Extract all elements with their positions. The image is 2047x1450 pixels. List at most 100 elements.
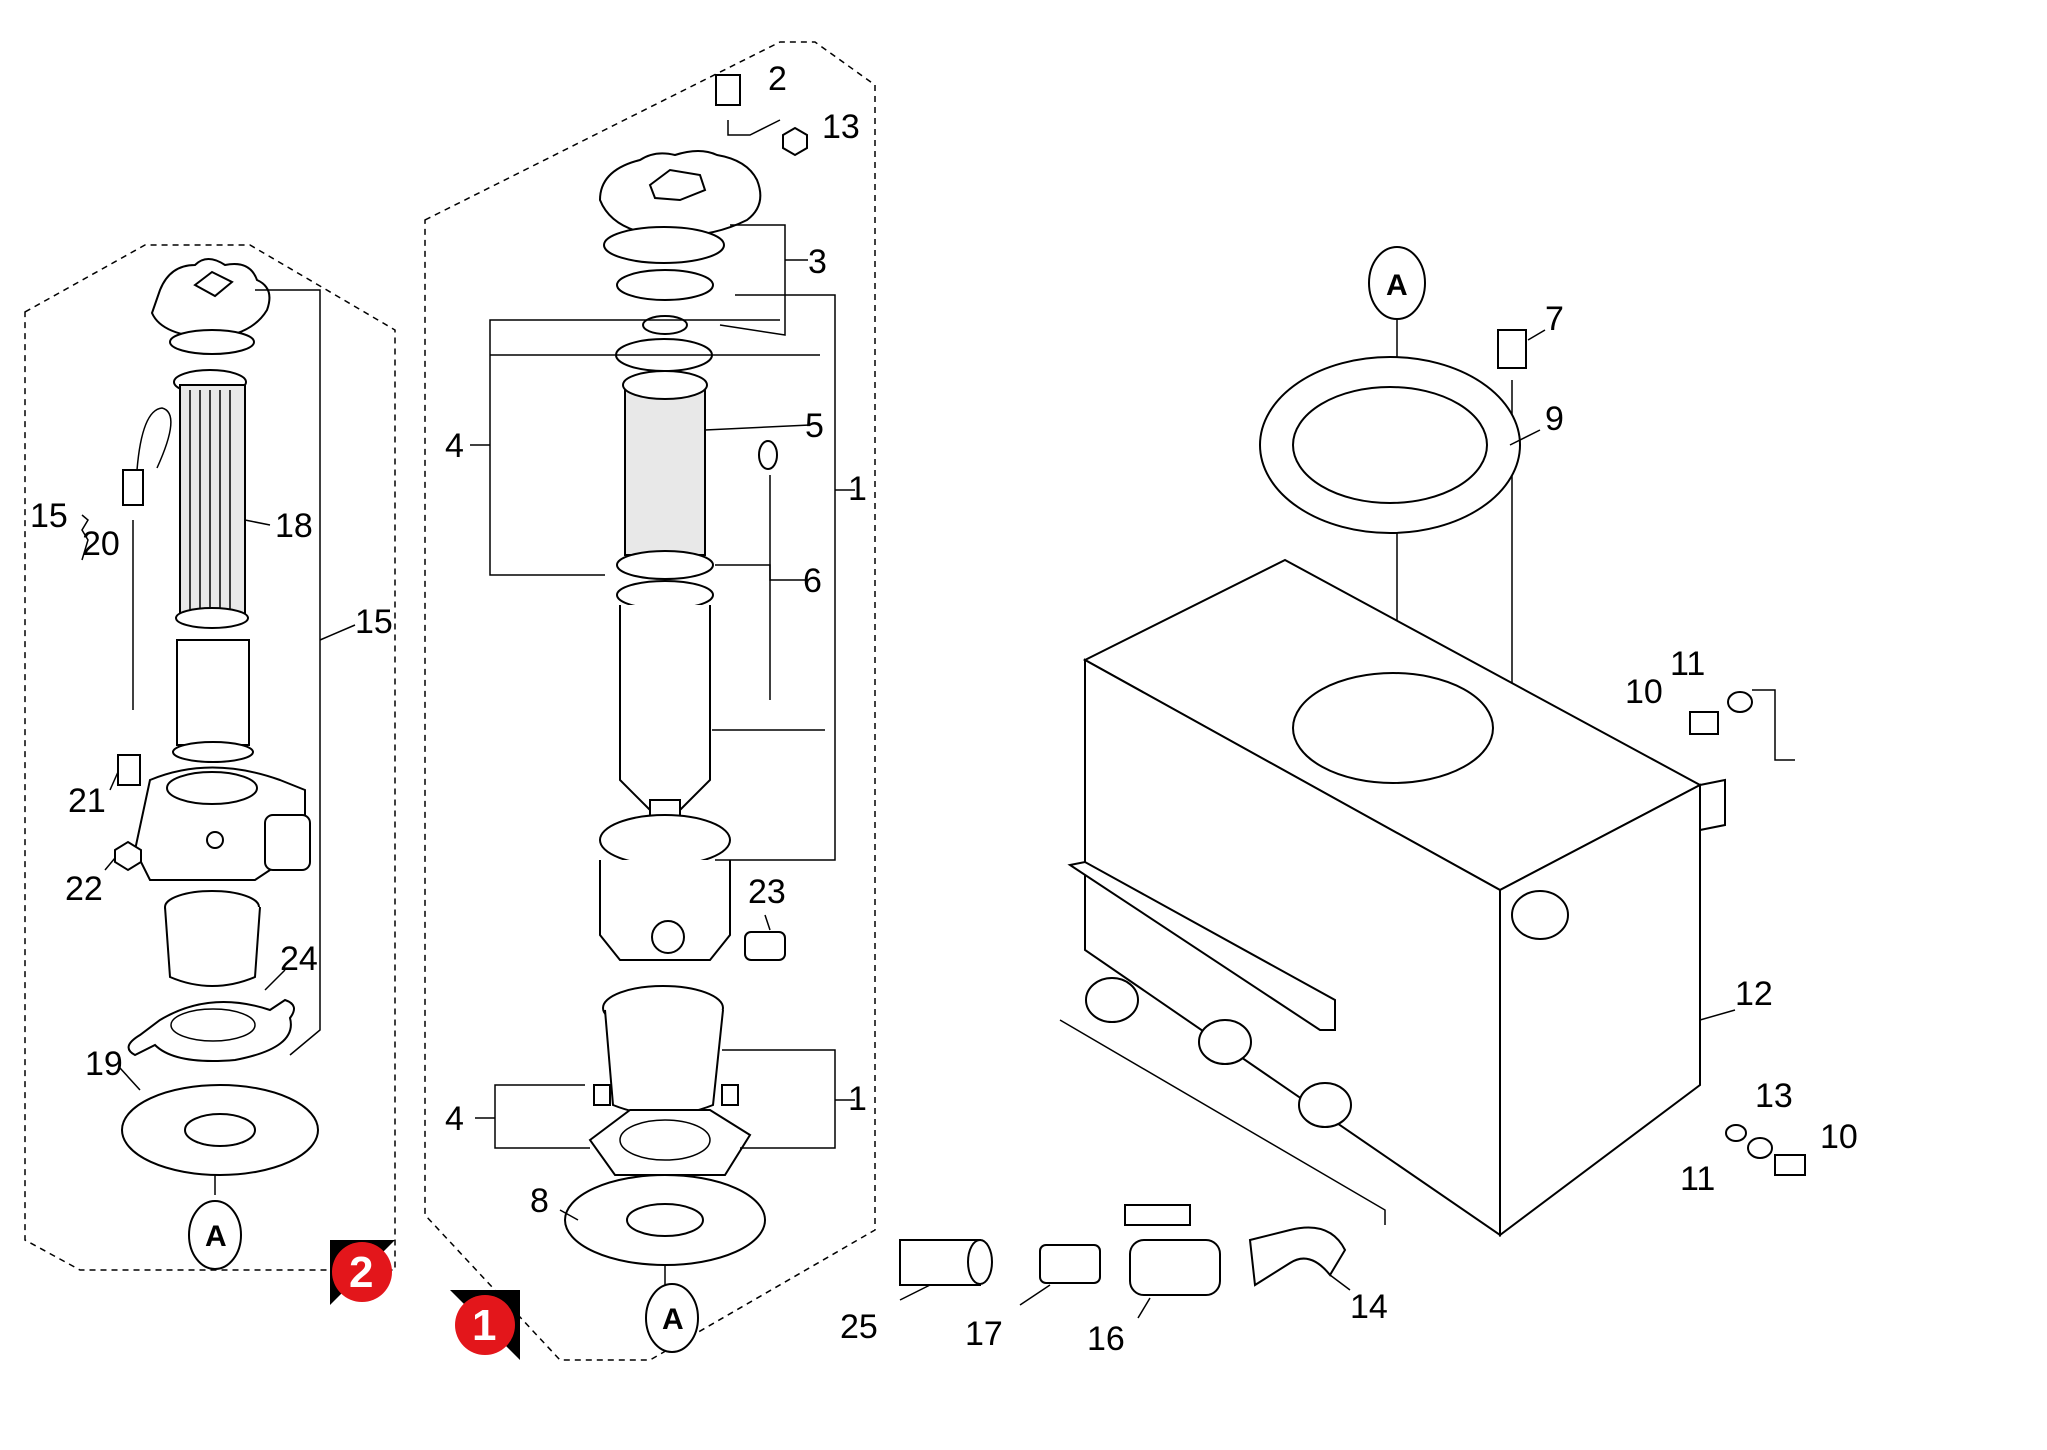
- cap-seal: [169, 329, 255, 355]
- sleeve-seal: [172, 741, 254, 763]
- bracket-3: [719, 224, 786, 336]
- callout-4-top: 4: [445, 427, 464, 465]
- callout-11-bottom: 11: [1680, 1160, 1715, 1198]
- group-15-bracket: [255, 289, 321, 1056]
- front-port-1: [1085, 977, 1139, 1023]
- tank-mount-rail: [1067, 860, 1336, 1031]
- dipstick-loop: [136, 407, 172, 471]
- ball-valve-16: [1129, 1239, 1221, 1296]
- callout-labels: 1 1 2 3 4 4 5 6 7 8 9 10 10 11 11 12 13 …: [30, 60, 1858, 1358]
- bolt-10-bottom: [1774, 1154, 1806, 1176]
- callout-9: 9: [1545, 400, 1564, 438]
- fitting-23: [744, 931, 786, 961]
- reference-letter: A: [662, 1303, 684, 1336]
- callout-20: 20: [82, 525, 120, 563]
- reference-bubble: [188, 1200, 242, 1270]
- callout-19: 19: [85, 1045, 123, 1083]
- elbow-14: [1248, 1226, 1347, 1287]
- callout-24: 24: [280, 940, 318, 978]
- callout-15-right: 15: [355, 603, 393, 641]
- leader-15: [319, 624, 356, 641]
- variant-1-outline: [424, 41, 876, 1361]
- reference-marker-a-left: A: [188, 1200, 242, 1270]
- front-port-3: [1298, 1082, 1352, 1128]
- dipstick-bolt: [122, 469, 144, 506]
- leader-5: [704, 424, 811, 431]
- leader-9: [1509, 429, 1541, 446]
- variant-badge-1: 1: [450, 1290, 520, 1360]
- level-gauge: [651, 920, 685, 954]
- badge-number: 1: [472, 1301, 496, 1350]
- nut-22: [114, 840, 142, 872]
- callout-21: 21: [68, 782, 106, 820]
- badge-number: 2: [349, 1248, 373, 1297]
- flange-hole: [184, 1113, 256, 1147]
- housing-port: [264, 814, 311, 871]
- callout-2: 2: [768, 60, 787, 98]
- washer-11-top: [1727, 691, 1753, 713]
- callout-12: 12: [1735, 975, 1773, 1013]
- leader-8: [559, 1209, 579, 1221]
- badge-circle: [455, 1295, 515, 1355]
- callout-14: 14: [1350, 1288, 1388, 1326]
- gasket-hole: [170, 1008, 256, 1042]
- bolt-10-top: [1689, 711, 1719, 735]
- dipstick-6-loop: [758, 440, 778, 470]
- leader-16: [1137, 1297, 1151, 1319]
- reference-letter: A: [205, 1220, 227, 1253]
- tank-flange-opening: [1292, 386, 1488, 504]
- callout-18: 18: [275, 507, 313, 545]
- cup-bolt-right: [721, 1084, 739, 1106]
- leader-17: [1019, 1284, 1051, 1306]
- sight-cup: [164, 906, 261, 987]
- leader-14: [1329, 1274, 1351, 1291]
- filler-tube: [619, 605, 711, 811]
- strainer-bottom-ring: [616, 550, 714, 580]
- callout-17: 17: [965, 1315, 1003, 1353]
- callout-25: 25: [840, 1308, 878, 1346]
- leader-6: [715, 564, 808, 581]
- leader-19: [119, 1067, 141, 1091]
- bracket-1-top: [715, 294, 836, 861]
- bracket-10-11-top: [1752, 689, 1795, 761]
- bolt-2: [715, 74, 741, 106]
- nut-13-bottom: [1725, 1124, 1747, 1142]
- nipple-17: [1039, 1244, 1101, 1284]
- filter-bottom-ring: [175, 607, 249, 629]
- hose-25-end: [967, 1239, 993, 1285]
- cup-gasket: [127, 998, 295, 1062]
- cap-grip: [193, 270, 234, 298]
- washer-11-bottom: [1747, 1137, 1773, 1159]
- filler-housing: [599, 860, 731, 961]
- callout-6: 6: [803, 562, 822, 600]
- strainer-collar: [616, 580, 714, 610]
- leader-23: [764, 914, 771, 931]
- leader-21: [109, 771, 119, 791]
- filter-sleeve: [176, 639, 250, 746]
- badge-circle: [332, 1242, 392, 1302]
- side-port: [1511, 890, 1569, 940]
- callout-4-bottom: 4: [445, 1100, 464, 1138]
- cap-thread: [603, 226, 725, 264]
- leader-7: [1527, 329, 1546, 341]
- callout-15-left: 15: [30, 497, 68, 535]
- callout-1-top: 1: [848, 470, 867, 508]
- housing-screw: [206, 831, 224, 849]
- variant-1-filter-assembly: [424, 41, 876, 1361]
- strainer-top: [622, 370, 708, 400]
- callout-10-top: 10: [1625, 673, 1663, 711]
- callout-3: 3: [808, 243, 827, 281]
- bracket-4-bottom: [494, 1084, 590, 1149]
- tank-top-opening: [1292, 672, 1494, 784]
- bracket-1-bottom: [722, 1049, 836, 1149]
- callout-10-bottom: 10: [1820, 1118, 1858, 1156]
- variant-2-outline: [24, 244, 396, 1271]
- variant-badge-2: 2: [330, 1240, 395, 1305]
- valve-handle: [1124, 1204, 1191, 1226]
- cup: [604, 1009, 724, 1116]
- strainer-basket: [624, 384, 706, 556]
- callout-11-top: 11: [1670, 645, 1705, 683]
- leader-12: [1699, 1009, 1736, 1021]
- leader-25: [899, 1284, 931, 1301]
